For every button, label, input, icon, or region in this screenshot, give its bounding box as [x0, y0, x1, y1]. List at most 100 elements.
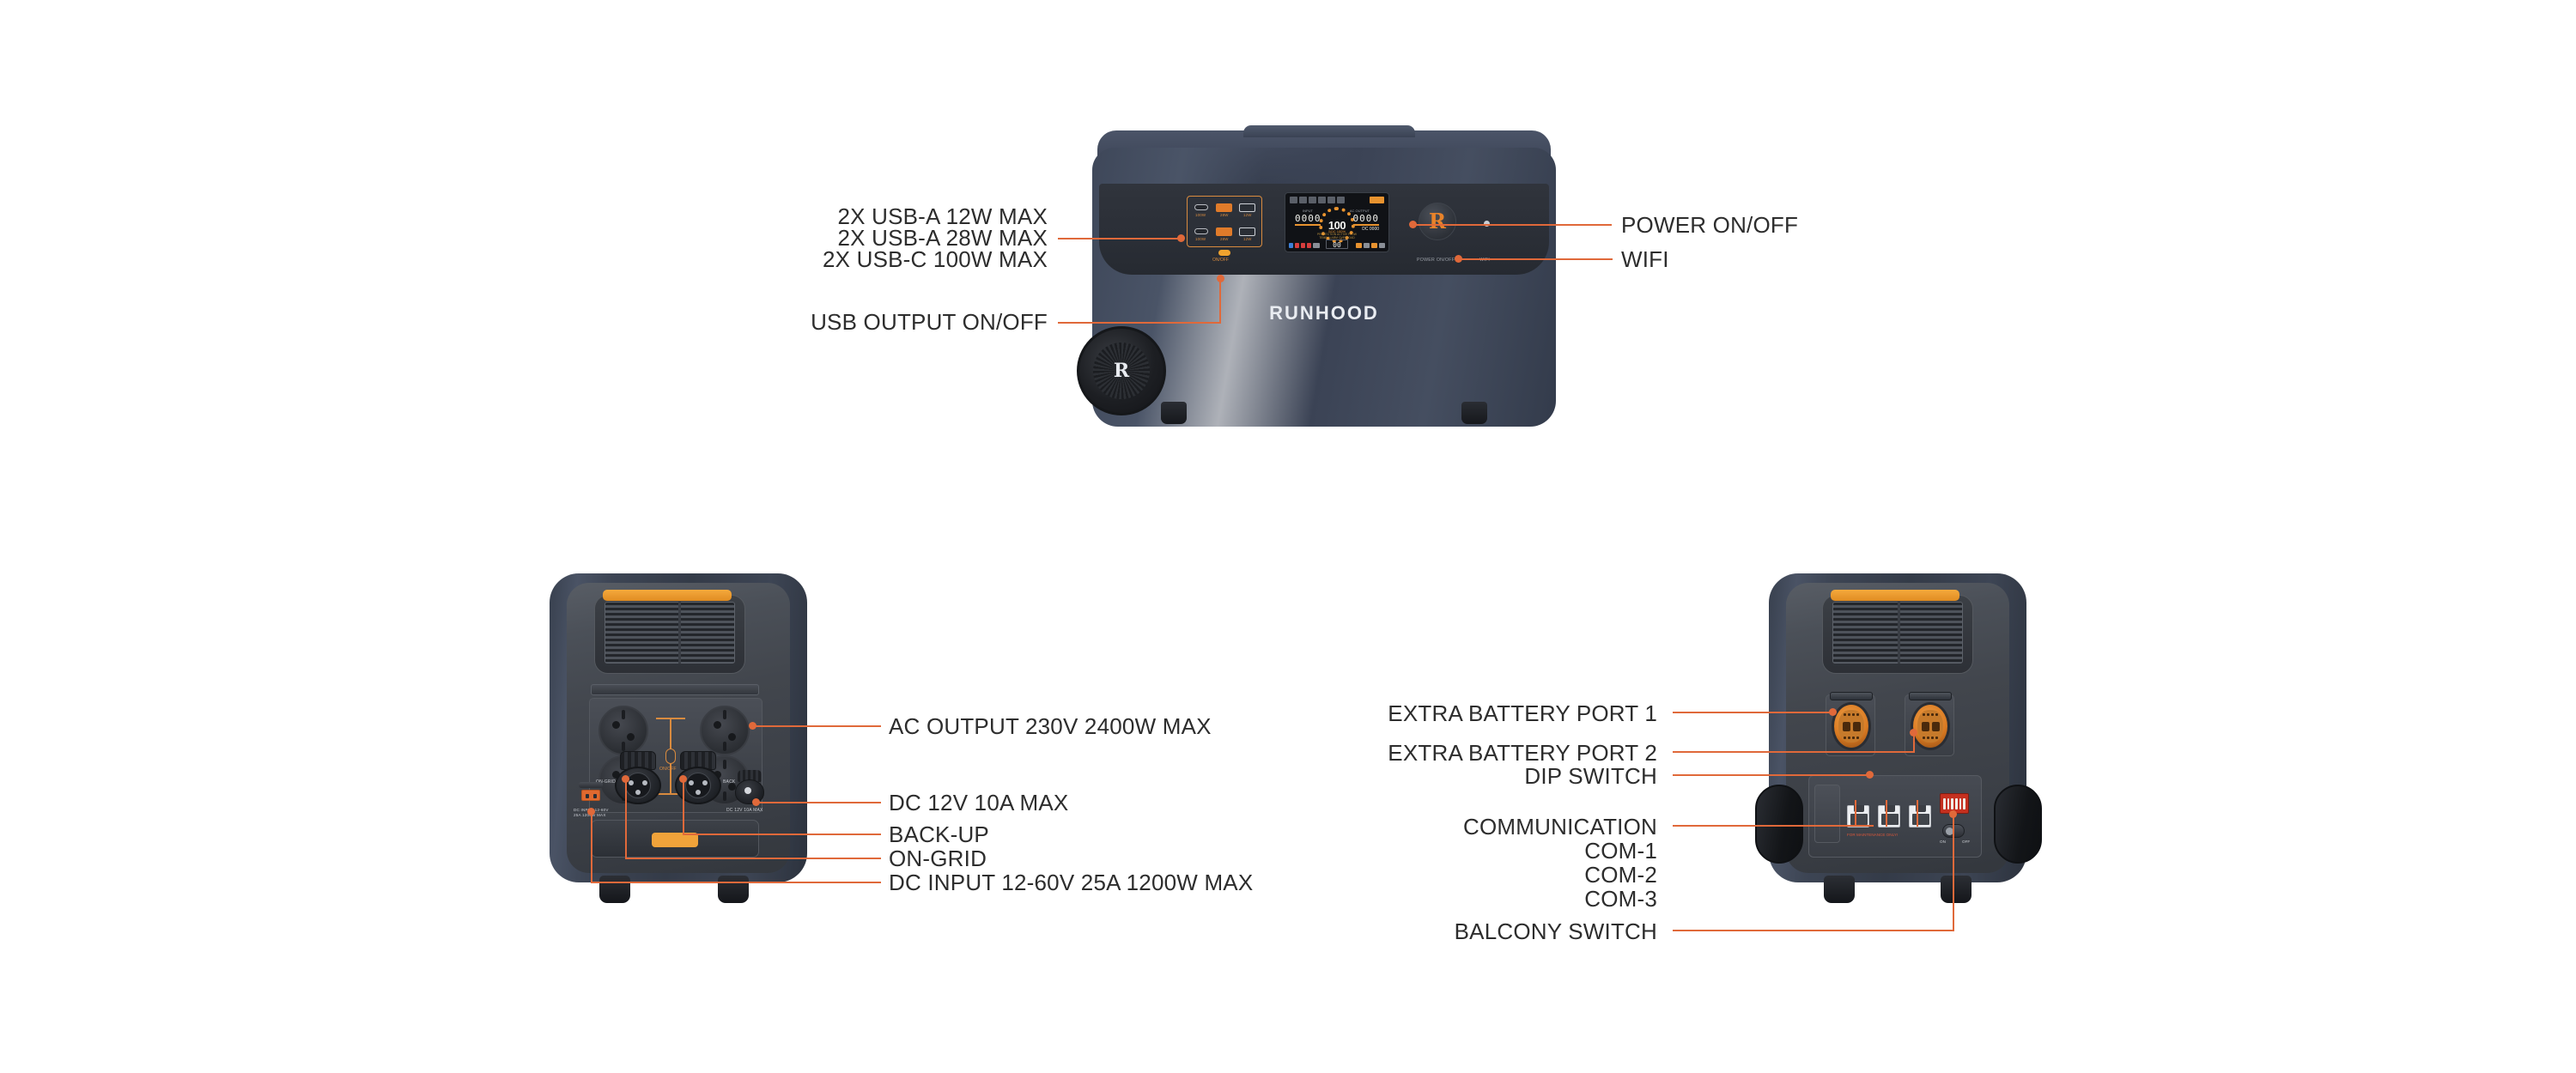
back-up-port-label: BACK	[723, 779, 736, 785]
lcd-dot-grey	[1313, 243, 1320, 248]
dc-12v-port[interactable]	[735, 770, 764, 804]
usb-c-port-2[interactable]	[1194, 228, 1208, 234]
carry-handle	[603, 590, 732, 601]
callout-usb-a-12w: 2X USB-A 12W MAX	[837, 203, 1048, 229]
callout-usb-output-onoff: USB OUTPUT ON/OFF	[811, 309, 1048, 335]
input-label: INPUT	[1303, 209, 1313, 213]
lcd-protection-note: PROTECTION ACTIVE FLOW TEMP ALARM OVERLO…	[1317, 233, 1357, 240]
usb-a-port-4-rating: 12W	[1243, 237, 1252, 241]
battery-port-2-connector	[1911, 702, 1950, 750]
runhood-r-icon: R	[1113, 360, 1130, 382]
lcd-display: 100 SOC 100% INPUT 0000 AC OUTPUT 0000 D…	[1285, 192, 1389, 252]
leader-dot-usb-group	[1177, 234, 1185, 242]
leader-dot-balcony-switch	[1949, 810, 1957, 818]
on-grid-ring	[615, 767, 661, 804]
socket-rail	[591, 684, 759, 695]
lcd-right-icon-3	[1371, 243, 1377, 248]
ac-bracket-bottom	[656, 793, 685, 795]
usb-output-onoff-button[interactable]	[1218, 250, 1230, 256]
grille-divider	[1898, 602, 1900, 664]
leader-wifi	[1458, 258, 1613, 260]
callout-com-3: COM-3	[1584, 886, 1657, 912]
usb-a-port-3[interactable]	[1216, 227, 1232, 236]
power-button[interactable]: R	[1419, 203, 1456, 240]
input-value: 0000	[1295, 213, 1321, 224]
callout-dc-12v: DC 12V 10A MAX	[889, 790, 1069, 815]
back-up-contacts	[685, 773, 711, 798]
unit2-face: ON/OFF ON-GRID	[567, 583, 790, 873]
balcony-switch-knob	[1946, 827, 1953, 835]
dc-input-port[interactable]	[579, 782, 603, 806]
leader-dot-extra-battery-2	[1910, 729, 1917, 737]
battery-port-1-face	[1838, 710, 1864, 743]
lcd-note-line1: PROTECTION ACTIVE FLOW	[1317, 233, 1357, 236]
leader-dot-power	[1409, 221, 1417, 228]
leader-usb-onoff-v	[1219, 279, 1221, 324]
leader-dot-dc-12v	[752, 798, 760, 806]
callout-extra-battery-2: EXTRA BATTERY PORT 2	[1388, 740, 1657, 766]
callout-com-2: COM-2	[1584, 862, 1657, 888]
ac-socket-2[interactable]	[700, 706, 750, 755]
lcd-status-icon	[1327, 197, 1335, 203]
device-back-view-left: ON/OFF ON-GRID	[550, 573, 807, 908]
leader-dot-usb-onoff	[1217, 275, 1224, 282]
leader-usb-group	[1058, 238, 1182, 239]
leader-balcony-switch-h	[1673, 930, 1953, 931]
output-label: AC OUTPUT	[1349, 209, 1370, 213]
usb-a-port-1-rating: 28W	[1220, 213, 1229, 217]
wifi-indicator-led	[1484, 221, 1490, 227]
com-2-port[interactable]	[1878, 805, 1900, 827]
leader-on-grid-h	[625, 858, 881, 859]
lcd-status-icons	[1290, 197, 1345, 203]
usb-a-port-1[interactable]	[1216, 203, 1232, 212]
leader-dot-dip-switch	[1866, 771, 1874, 779]
leader-dot-extra-battery-1	[1829, 708, 1837, 716]
ventilation-grille	[605, 602, 735, 664]
output-underline	[1353, 224, 1379, 226]
unit3-face: ON OFF FOR MAINTENANCE ONLY!	[1786, 583, 2009, 873]
usb-port-group: 100W 28W 12W 100W 28W 12W	[1187, 196, 1262, 247]
leader-dot-wifi	[1455, 255, 1462, 263]
unit1-control-panel: 100W 28W 12W 100W 28W 12W ON/OFF	[1099, 184, 1549, 275]
usb-a-port-2[interactable]	[1239, 203, 1255, 212]
usb-output-onoff-label: ON/OFF	[1212, 258, 1229, 263]
callout-dip-switch: DIP SWITCH	[1524, 763, 1657, 789]
ac-socket-1[interactable]	[598, 706, 648, 755]
lcd-dot-red-1	[1295, 243, 1299, 248]
leader-on-grid-v	[625, 779, 627, 859]
leader-extra-battery-1	[1673, 712, 1832, 713]
extra-battery-port-1[interactable]	[1826, 692, 1875, 756]
leader-dc-input-h	[591, 882, 881, 883]
callout-wifi: WIFI	[1621, 246, 1669, 272]
battery-port-2-clip	[1909, 692, 1952, 700]
unit1-handle	[1243, 125, 1415, 137]
leader-dip-switch	[1673, 774, 1869, 776]
battery-port-1-clip	[1830, 692, 1873, 700]
com-3-port[interactable]	[1909, 805, 1931, 827]
leader-communication-h	[1673, 825, 1874, 827]
leader-com-3-v	[1917, 800, 1918, 827]
usb-a-port-3-rating: 28W	[1220, 237, 1229, 241]
lcd-dot-red-2	[1301, 243, 1305, 248]
balcony-switch-on-label: ON	[1940, 840, 1946, 844]
leader-usb-onoff-h	[1058, 322, 1221, 324]
callout-power-onoff: POWER ON/OFF	[1621, 212, 1799, 238]
callout-usb-c-100w: 2X USB-C 100W MAX	[822, 246, 1048, 272]
input-underline	[1295, 224, 1321, 226]
ac-onoff-label: ON/OFF	[659, 767, 677, 772]
extra-battery-port-2[interactable]	[1905, 692, 1954, 756]
ac-onoff-button[interactable]	[665, 749, 676, 764]
carry-handle	[1831, 590, 1959, 601]
output-value: 0000	[1352, 213, 1379, 224]
leader-ac-output	[752, 725, 881, 727]
service-door[interactable]	[1814, 785, 1840, 843]
lcd-right-icons	[1356, 243, 1385, 248]
usb-c-port-2-rating: 100W	[1195, 237, 1206, 241]
on-grid-connector[interactable]	[615, 751, 661, 804]
usb-a-port-4[interactable]	[1239, 227, 1255, 236]
callout-usb-a-28w: 2X USB-A 28W MAX	[837, 225, 1048, 251]
usb-c-port-1[interactable]	[1194, 204, 1208, 210]
foot-front-left	[1161, 402, 1187, 424]
callout-com-1: COM-1	[1584, 838, 1657, 864]
foot-back-left	[599, 876, 630, 903]
